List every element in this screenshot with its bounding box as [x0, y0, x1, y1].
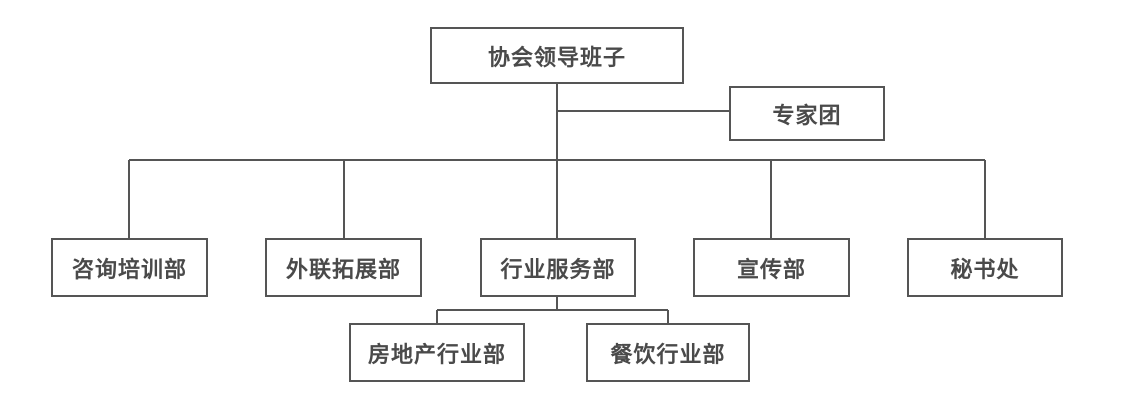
node-expert-panel: 专家团	[729, 86, 885, 141]
node-label: 房地产行业部	[367, 342, 506, 368]
node-label: 协会领导班子	[487, 45, 626, 71]
node-leadership: 协会领导班子	[430, 27, 684, 84]
node-label: 外联拓展部	[285, 257, 401, 283]
node-external-liaison: 外联拓展部	[265, 238, 422, 297]
node-label: 咨询培训部	[71, 257, 187, 283]
node-label: 餐饮行业部	[610, 342, 726, 368]
node-label: 专家团	[772, 103, 842, 129]
node-secretariat: 秘书处	[907, 238, 1063, 297]
node-catering: 餐饮行业部	[586, 323, 750, 382]
node-publicity: 宣传部	[693, 238, 850, 297]
node-label: 行业服务部	[500, 257, 616, 283]
node-industry-service: 行业服务部	[480, 238, 636, 297]
node-real-estate: 房地产行业部	[349, 323, 525, 382]
node-label: 秘书处	[950, 257, 1020, 283]
node-consulting-training: 咨询培训部	[51, 238, 208, 297]
node-label: 宣传部	[736, 257, 806, 283]
